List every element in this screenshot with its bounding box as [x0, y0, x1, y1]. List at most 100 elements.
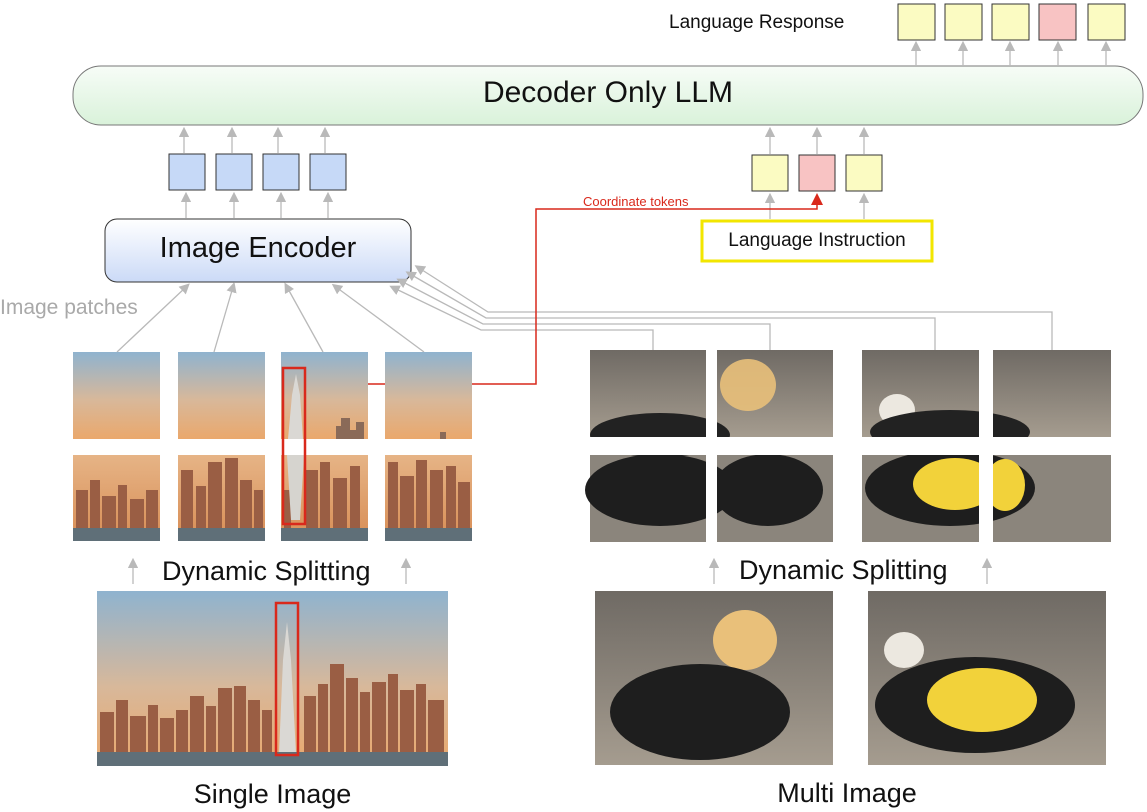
patch-mask: [979, 455, 993, 542]
patch: [73, 352, 160, 439]
skyline: [318, 684, 328, 757]
skyline: [116, 700, 128, 757]
skyline: [416, 684, 426, 757]
skyline: [360, 692, 370, 757]
response-token: [944, 3, 983, 41]
decoder-box: [72, 65, 1144, 126]
coordinate-tokens-label: Coordinate tokens: [583, 194, 689, 209]
image-encoder-label: Image Encoder: [159, 232, 357, 264]
patch-skyline: [240, 480, 252, 535]
skyline: [388, 674, 398, 757]
patch-skyline: [284, 490, 291, 535]
image-token: [309, 153, 347, 191]
patch-skyline: [208, 462, 222, 535]
response-token: [897, 3, 936, 41]
image-feature-tokens: [168, 153, 347, 191]
cup: [884, 632, 924, 668]
skyline: [130, 716, 146, 757]
patch-skyline: [146, 490, 158, 535]
multi-image-label: Multi Image: [777, 778, 917, 808]
water: [73, 528, 160, 541]
language-response-label: Language Response: [669, 12, 845, 33]
patch: [385, 352, 472, 439]
patch-skyline: [130, 499, 144, 535]
decoder-to-response-arrows: [910, 40, 1112, 66]
instruction-token: [751, 154, 789, 192]
skyline: [248, 700, 260, 757]
single-image: [97, 591, 448, 766]
skyline: [218, 688, 232, 757]
patch-skyline: [400, 476, 414, 535]
patch-skyline: [446, 466, 456, 535]
skyline: [304, 696, 316, 757]
patch-skyline: [320, 462, 330, 535]
tower: [288, 374, 303, 439]
coordinate-token: [798, 154, 836, 192]
patch: [178, 352, 265, 439]
image-patches-label: Image patches: [0, 296, 138, 319]
patch-skyline: [416, 460, 427, 535]
response-token: [991, 3, 1030, 41]
patch-skyline: [196, 486, 206, 535]
patch-skyline: [336, 418, 364, 439]
tower-highlight: [281, 366, 307, 526]
patch-skyline: [181, 470, 193, 535]
skyline: [100, 712, 114, 757]
pan: [585, 454, 735, 526]
skyline: [234, 686, 246, 757]
instruction-tokens: [751, 154, 883, 192]
language-instruction-box: [700, 219, 934, 263]
eggs: [927, 668, 1037, 732]
single-image-label: Single Image: [193, 779, 352, 809]
image-token-arrows: [178, 126, 334, 218]
skyline: [330, 664, 344, 757]
water: [178, 528, 265, 541]
patch-to-encoder-arrows: [116, 265, 1053, 353]
cup: [713, 610, 777, 670]
image-encoder-box: [104, 218, 412, 283]
split-arrows: [127, 557, 993, 584]
patch-skyline: [102, 496, 116, 535]
patch-skyline: [76, 490, 88, 535]
skyline: [346, 678, 358, 757]
language-instruction-label: Language Instruction: [728, 230, 906, 251]
patch-mask: [590, 437, 1111, 455]
skyline: [148, 705, 158, 757]
water: [281, 528, 368, 541]
response-tokens: [897, 3, 1126, 41]
cup: [720, 359, 776, 411]
patch-mask: [979, 350, 993, 437]
patch: [385, 455, 472, 541]
pan: [610, 664, 790, 760]
tower-highlight: [274, 601, 300, 757]
tower: [279, 622, 296, 753]
patch-skyline: [440, 432, 446, 439]
patch-skyline: [90, 480, 100, 535]
image-token: [262, 153, 300, 191]
patch-skyline: [350, 466, 360, 535]
patch-skyline: [306, 470, 318, 535]
response-token: [1087, 3, 1126, 41]
skyline: [176, 710, 188, 757]
skyline: [372, 682, 386, 757]
water: [385, 528, 472, 541]
patch-skyline: [388, 462, 398, 535]
image-token: [168, 153, 206, 191]
eggs: [913, 458, 997, 510]
skyline: [206, 706, 216, 757]
decoder-label: Decoder Only LLM: [482, 76, 734, 109]
image-token: [215, 153, 253, 191]
dynamic-splitting-right-label: Dynamic Splitting: [739, 555, 948, 585]
patch-skyline: [254, 490, 263, 535]
patch-skyline: [333, 478, 347, 535]
patch-skyline: [430, 470, 443, 535]
response-coordinate-token: [1038, 3, 1077, 41]
skyline: [428, 700, 444, 757]
eggs: [985, 459, 1025, 511]
water: [97, 752, 448, 766]
tower: [287, 455, 304, 520]
patch-skyline: [118, 485, 127, 535]
single-image-patches: [73, 352, 472, 541]
skyline: [190, 696, 204, 757]
